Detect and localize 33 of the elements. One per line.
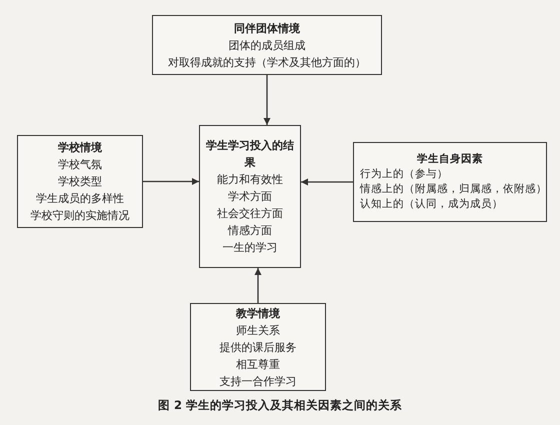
list-item: 提供的课后服务 bbox=[218, 340, 298, 356]
list-item: 相互尊重 bbox=[235, 356, 281, 372]
arrow bbox=[143, 178, 199, 185]
list-item: 学术方面 bbox=[227, 189, 273, 205]
box-heading: 同伴团体情境 bbox=[233, 20, 301, 36]
list-item: 情感上的（附属感，归属感，依附感） bbox=[360, 182, 540, 197]
list-item: 支持一合作学习 bbox=[218, 374, 298, 390]
arrow bbox=[264, 75, 270, 125]
list-item: 学生成员的多样性 bbox=[35, 191, 125, 207]
list-item: 行为上的（参与） bbox=[360, 167, 449, 182]
list-item: 对取得成就的支持（学术及其他方面的） bbox=[167, 54, 367, 70]
context-box bbox=[152, 15, 382, 75]
box-heading: 学校情境 bbox=[57, 140, 103, 156]
context-box bbox=[190, 303, 326, 391]
figure-caption: 图 2 学生的学习投入及其相关因素之间的关系 bbox=[156, 398, 403, 413]
list-item: 一生的学习 bbox=[222, 240, 278, 256]
box-heading: 教学情境 bbox=[234, 306, 281, 322]
list-item: 能力和有效性 bbox=[216, 172, 284, 188]
arrow bbox=[254, 268, 262, 303]
list-item: 认知上的（认同，成为成员） bbox=[360, 197, 504, 212]
arrow bbox=[301, 178, 353, 186]
list-item: 社会交往方面 bbox=[216, 206, 284, 222]
list-item: 学校守则的实施情况 bbox=[30, 208, 130, 224]
list-item: 学校类型 bbox=[57, 174, 103, 190]
list-item: 学校气氛 bbox=[57, 157, 103, 173]
box-heading: 学生自身因素 bbox=[416, 152, 484, 167]
list-item: 情感方面 bbox=[226, 223, 273, 239]
box-heading: 学生学习投入的结果 bbox=[205, 138, 295, 171]
outcome-box bbox=[199, 125, 301, 268]
context-box bbox=[17, 135, 143, 228]
list-item: 师生关系 bbox=[235, 322, 281, 338]
factor-box bbox=[353, 142, 547, 222]
list-item: 团体的成员组成 bbox=[228, 38, 306, 54]
